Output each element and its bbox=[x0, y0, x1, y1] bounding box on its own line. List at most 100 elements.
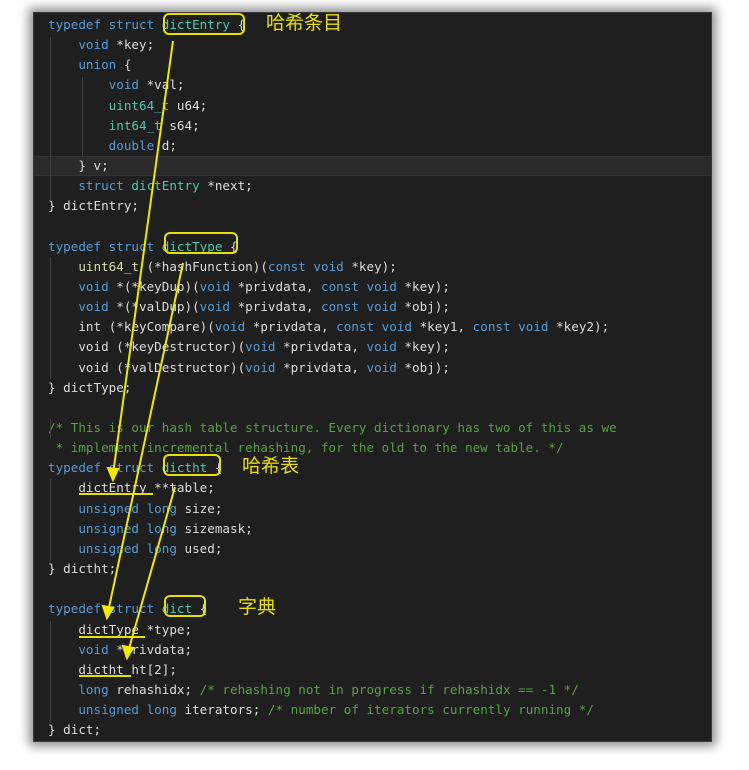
code-token: *(*valDup)( bbox=[116, 299, 200, 315]
indent-guide bbox=[50, 257, 51, 379]
code-token: void bbox=[199, 278, 238, 294]
code-line: void *(*valDup)(void *privdata, const vo… bbox=[34, 297, 711, 317]
code-token: void bbox=[366, 359, 405, 375]
code-text: double d; bbox=[48, 136, 177, 156]
code-token: void bbox=[78, 339, 117, 355]
code-token bbox=[48, 339, 78, 354]
code-token: ht[2]; bbox=[131, 661, 177, 677]
highlight-box-dict bbox=[164, 595, 206, 617]
code-token bbox=[48, 360, 78, 375]
code-token: struct bbox=[78, 178, 132, 194]
indent-guide bbox=[50, 621, 51, 723]
code-token: *type; bbox=[146, 621, 193, 637]
code-token bbox=[48, 521, 78, 536]
code-token: d; bbox=[161, 137, 177, 153]
code-line: typedef struct dict { bbox=[34, 599, 711, 619]
highlight-box-dictht bbox=[163, 454, 221, 476]
code-text: } dictEntry; bbox=[48, 196, 139, 216]
code-token: /* rehashing not in progress if rehashid… bbox=[199, 681, 579, 697]
code-text: unsigned long size; bbox=[48, 499, 222, 519]
annotation-dictht-label: 哈希表 bbox=[242, 455, 300, 477]
code-token: *key2); bbox=[556, 319, 610, 335]
code-token: *privdata, bbox=[252, 319, 337, 335]
code-token: unsigned bbox=[78, 500, 147, 516]
code-token: void bbox=[78, 278, 117, 294]
code-token: (*hashFunction)( bbox=[146, 258, 268, 274]
code-text: } dictht; bbox=[48, 559, 116, 579]
code-token: dictEntry bbox=[161, 17, 230, 32]
code-line: struct dictEntry *next; bbox=[34, 176, 711, 196]
code-token: void bbox=[366, 299, 405, 315]
code-token: typedef bbox=[48, 601, 109, 617]
code-token: s64; bbox=[169, 117, 200, 133]
code-text: * implement incremental rehashing, for t… bbox=[48, 438, 564, 458]
code-text: uint64_t u64; bbox=[48, 96, 208, 116]
code-token: const bbox=[472, 319, 519, 335]
code-text: /* This is our hash table structure. Eve… bbox=[48, 418, 617, 438]
code-text: typedef struct dictEntry { bbox=[48, 15, 245, 35]
code-token: unsigned bbox=[78, 540, 147, 556]
indent-guide bbox=[50, 479, 51, 561]
code-line: void (*keyDestructor)(void *privdata, vo… bbox=[34, 337, 711, 357]
code-line: unsigned long size; bbox=[34, 499, 711, 519]
code-token: long bbox=[146, 702, 185, 718]
code-token: } dictType; bbox=[48, 379, 132, 395]
code-token bbox=[48, 642, 78, 657]
code-line: typedef struct dictht { bbox=[34, 458, 711, 478]
code-token: *next; bbox=[207, 178, 253, 194]
code-line: dictEntry **table; bbox=[34, 478, 711, 498]
code-line: uint64_t (*hashFunction)(const void *key… bbox=[34, 257, 711, 277]
code-token: void bbox=[78, 359, 117, 375]
code-token: * implement incremental rehashing, for t… bbox=[48, 440, 564, 456]
indent-guide bbox=[82, 77, 83, 157]
code-token bbox=[48, 118, 109, 133]
code-token: *key); bbox=[351, 258, 397, 274]
code-line bbox=[34, 398, 711, 418]
code-line: /* This is our hash table structure. Eve… bbox=[34, 418, 711, 438]
code-token bbox=[48, 702, 78, 717]
underline-dicttype-field bbox=[79, 636, 145, 638]
code-token bbox=[48, 682, 78, 697]
code-token: } dictht; bbox=[48, 561, 117, 577]
code-token: unsigned bbox=[78, 702, 147, 718]
code-token: void bbox=[366, 339, 405, 355]
code-token: long bbox=[146, 540, 185, 556]
code-token: const bbox=[336, 319, 382, 335]
code-line: void *key; bbox=[34, 35, 711, 55]
code-token bbox=[48, 37, 78, 52]
code-token: void bbox=[78, 37, 117, 53]
code-token: void bbox=[381, 319, 420, 335]
code-token: void bbox=[366, 278, 405, 294]
code-text: dictEntry **table; bbox=[48, 478, 215, 498]
code-token: (*valDestructor)( bbox=[116, 359, 246, 375]
code-line bbox=[34, 217, 711, 237]
code-token: struct bbox=[108, 460, 162, 476]
code-token: sizemask; bbox=[184, 520, 253, 536]
code-token bbox=[48, 319, 78, 334]
code-text: void *privdata; bbox=[48, 640, 192, 660]
code-token: /* This is our hash table structure. Eve… bbox=[48, 420, 617, 435]
code-token: **table; bbox=[154, 480, 215, 496]
code-text: int (*keyCompare)(void *privdata, const … bbox=[48, 317, 609, 337]
code-text: void (*valDestructor)(void *privdata, vo… bbox=[48, 358, 450, 378]
code-token: uint64_t bbox=[78, 258, 147, 274]
code-token bbox=[48, 178, 78, 193]
code-line: } dictEntry; bbox=[34, 196, 711, 216]
code-token: int bbox=[78, 319, 109, 335]
code-token: *privdata, bbox=[283, 359, 367, 375]
code-token: struct bbox=[108, 238, 162, 254]
code-line: * implement incremental rehashing, for t… bbox=[34, 438, 711, 458]
code-token bbox=[48, 158, 78, 173]
code-token bbox=[48, 541, 78, 556]
code-text: void (*keyDestructor)(void *privdata, vo… bbox=[48, 337, 450, 357]
code-text: long rehashidx; /* rehashing not in prog… bbox=[48, 680, 579, 700]
code-token: void bbox=[214, 319, 253, 335]
code-token bbox=[48, 622, 78, 637]
code-token: { bbox=[123, 57, 132, 73]
code-line: void *privdata; bbox=[34, 640, 711, 660]
code-line: void (*valDestructor)(void *privdata, vo… bbox=[34, 358, 711, 378]
code-line: } dictht; bbox=[34, 559, 711, 579]
code-line bbox=[34, 579, 711, 599]
code-token: typedef bbox=[48, 17, 109, 32]
code-token bbox=[48, 662, 78, 677]
